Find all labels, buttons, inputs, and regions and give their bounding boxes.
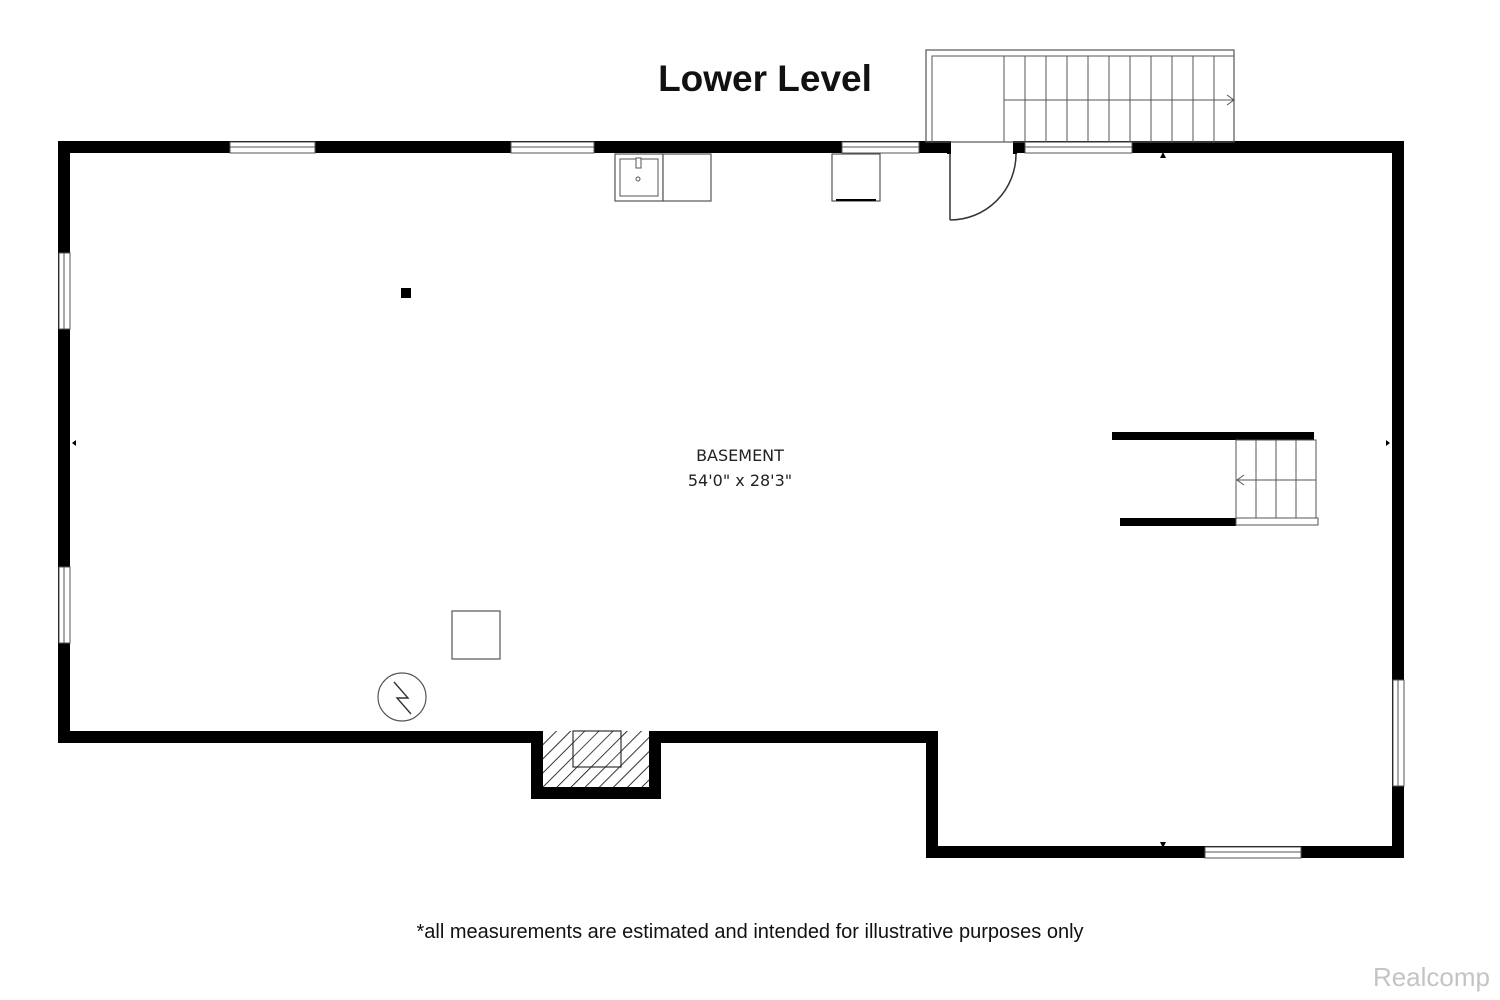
watermark-logo: Realcomp xyxy=(1372,962,1490,992)
exterior-stairs xyxy=(925,49,1235,143)
door xyxy=(947,141,1017,221)
dimension-ticks xyxy=(72,152,1390,848)
sink xyxy=(614,153,664,202)
disclaimer-text: *all measurements are estimated and inte… xyxy=(416,921,1084,943)
appliance-box xyxy=(831,153,881,202)
window-top-2 xyxy=(510,141,595,154)
water-heater xyxy=(377,672,427,722)
fireplace xyxy=(543,730,649,787)
room-label: BASEMENT 54'0" x 28'3" xyxy=(640,443,840,493)
window-left-1 xyxy=(58,252,71,330)
floor-title: Lower Level xyxy=(658,58,872,99)
window-top-1 xyxy=(229,141,316,154)
window-right-1 xyxy=(1392,679,1405,787)
room-name: BASEMENT xyxy=(696,446,784,465)
utility-box xyxy=(451,610,501,660)
window-left-2 xyxy=(58,566,71,644)
counter xyxy=(662,153,712,202)
interior-stairs xyxy=(1112,432,1319,526)
exterior-walls xyxy=(58,141,1404,858)
window-bottom-1 xyxy=(1204,846,1302,859)
window-top-4 xyxy=(1024,141,1133,154)
window-top-3 xyxy=(841,141,920,154)
support-post xyxy=(401,288,411,298)
room-dimensions: 54'0" x 28'3" xyxy=(687,471,793,490)
